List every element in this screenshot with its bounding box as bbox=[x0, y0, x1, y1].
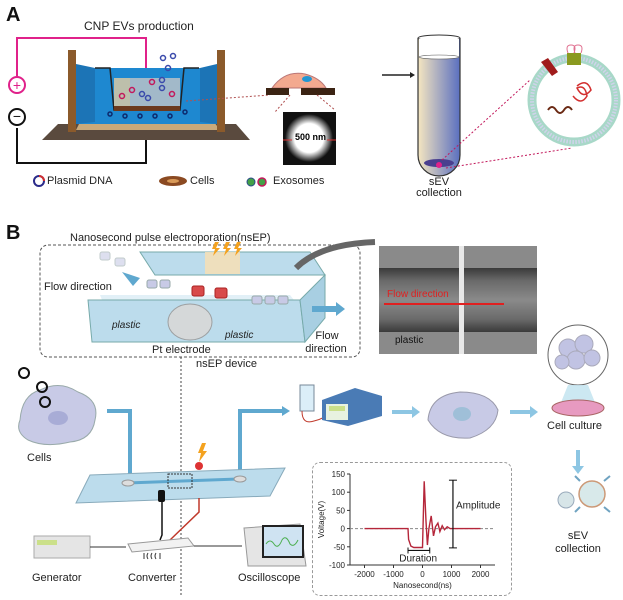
nsep-title: Nanosecond pulse electroporation(nsEP) bbox=[70, 232, 271, 244]
x-tick-label: 2000 bbox=[472, 570, 490, 579]
generator-device bbox=[33, 535, 91, 559]
positive-terminal bbox=[8, 76, 26, 94]
oscilloscope-label: Oscilloscope bbox=[238, 572, 301, 584]
converter-label: Converter bbox=[128, 572, 177, 584]
x-tick-label: 1000 bbox=[443, 570, 461, 579]
rna-strand bbox=[547, 106, 573, 114]
positive-wire bbox=[16, 37, 147, 78]
x-tick-label: -2000 bbox=[354, 570, 375, 579]
frame-right bbox=[217, 50, 225, 132]
sev-label-2: collection bbox=[555, 543, 601, 555]
flow-in-arrow bbox=[122, 272, 140, 286]
y-tick-label: 100 bbox=[332, 488, 346, 497]
legend-cells: Cells bbox=[190, 175, 215, 187]
collection-tube bbox=[417, 38, 461, 177]
y-tick-label: -50 bbox=[333, 543, 345, 552]
membrane-left bbox=[266, 88, 289, 95]
y-tick-label: 150 bbox=[332, 470, 346, 479]
cell-culture-label: Cell culture bbox=[547, 420, 603, 432]
sev-small bbox=[557, 491, 575, 509]
legend-exosomes: Exosomes bbox=[273, 175, 325, 187]
flow-out-arrow bbox=[312, 302, 345, 316]
tube-label-2: collection bbox=[416, 187, 462, 199]
flow-in-label: Flow direction bbox=[44, 281, 112, 293]
flow-out-label-1: Flow bbox=[315, 330, 339, 342]
pulse-chart: 150 100 50 0 -50 -100 -2000 -1000 0 1000 2000Nanos… bbox=[317, 470, 501, 590]
micro-plastic-label: plastic bbox=[395, 335, 424, 346]
x-axis-label: Nanosecond(ns) bbox=[393, 581, 452, 590]
negative-terminal bbox=[8, 108, 26, 126]
plastic-label-1: plastic bbox=[112, 320, 141, 331]
micrograph: Flow direction plastic bbox=[379, 246, 537, 354]
nsep-chip bbox=[39, 239, 376, 595]
y-axis-label: Voltage(V) bbox=[317, 500, 326, 538]
cell-layer bbox=[114, 106, 180, 111]
sev-large bbox=[578, 480, 606, 508]
pt-electrode-label: Pt electrode bbox=[152, 344, 211, 356]
series-line-pulse bbox=[364, 481, 481, 549]
panel-a-letter: A bbox=[6, 4, 21, 26]
device-label: nsEP device bbox=[196, 358, 257, 370]
single-cell bbox=[271, 72, 327, 89]
legend-plasmid: Plasmid DNA bbox=[47, 175, 113, 187]
tube-label-1: sEV bbox=[428, 176, 450, 188]
y-tick-label: 50 bbox=[336, 506, 345, 515]
panel-b-letter: B bbox=[6, 222, 21, 244]
exosome-legend-icon-1 bbox=[246, 177, 256, 187]
y-tick-label: -100 bbox=[329, 561, 346, 570]
scale-label: 500 nm bbox=[295, 132, 327, 142]
pt-electrode-bottom bbox=[167, 303, 213, 341]
x-tick-label: -1000 bbox=[383, 570, 404, 579]
plastic-label-2: plastic bbox=[225, 330, 254, 341]
frame-left bbox=[68, 50, 76, 132]
cnp-title: CNP EVs production bbox=[84, 19, 194, 33]
flow-out-label-2: direction bbox=[305, 343, 347, 355]
nsep-box bbox=[39, 244, 361, 358]
svg-text:−: − bbox=[13, 108, 21, 124]
converter-device bbox=[127, 537, 195, 553]
negative-wire bbox=[16, 128, 147, 164]
cnp-apparatus: + − bbox=[8, 34, 621, 187]
cells-label: Cells bbox=[27, 452, 52, 464]
plasmid-icon bbox=[18, 367, 30, 379]
svg-text:+: + bbox=[13, 77, 21, 93]
micro-flow-label: Flow direction bbox=[387, 289, 449, 300]
generator-label: Generator bbox=[32, 572, 82, 584]
microfluidic-chip bbox=[75, 467, 286, 504]
duration-label: Duration bbox=[399, 553, 437, 564]
amplitude-label: Amplitude bbox=[456, 501, 501, 512]
exosome-legend-icon-2 bbox=[257, 177, 267, 187]
x-tick-label: 0 bbox=[420, 570, 425, 579]
pulse-chart-box bbox=[312, 462, 512, 596]
culture-dish bbox=[551, 399, 605, 417]
sev-label-1: sEV bbox=[567, 530, 589, 542]
y-tick-label: 0 bbox=[341, 525, 346, 534]
